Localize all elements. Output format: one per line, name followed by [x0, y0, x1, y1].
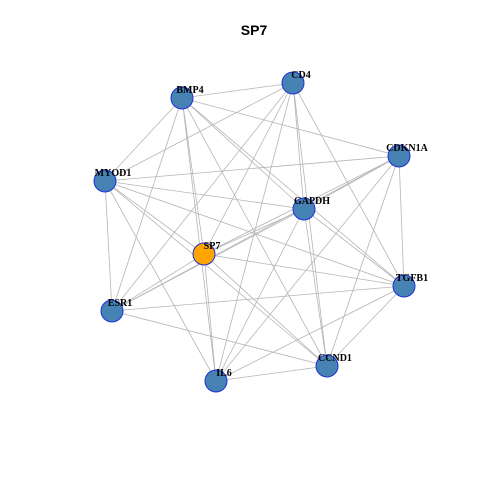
edge-gapdh-il6 [215, 208, 305, 382]
edge-myod1-gapdh [104, 180, 305, 210]
edge-cd4-ccnd1 [292, 82, 328, 367]
edge-cdkn1a-il6 [215, 155, 400, 382]
node-label-gapdh: GAPDH [294, 196, 330, 207]
edge-cdkn1a-myod1 [104, 155, 400, 182]
edge-bmp4-cdkn1a [181, 97, 400, 157]
edge-bmp4-myod1 [104, 97, 183, 182]
node-gapdh[interactable] [292, 197, 316, 221]
edge-myod1-ccnd1 [104, 180, 328, 367]
node-label-bmp4: BMP4 [176, 85, 203, 96]
edges-layer [104, 82, 405, 382]
node-label-sp7: SP7 [204, 241, 221, 252]
edge-gapdh-tgfb1 [303, 208, 405, 287]
edge-sp7-il6 [203, 253, 217, 382]
edge-gapdh-ccnd1 [303, 208, 328, 367]
edge-sp7-tgfb1 [203, 253, 405, 287]
edge-bmp4-cd4 [181, 82, 294, 99]
node-esr1[interactable] [100, 299, 124, 323]
nodes-layer [93, 71, 416, 393]
edge-il6-ccnd1 [215, 365, 328, 382]
edge-tgfb1-il6 [215, 285, 405, 382]
node-label-cd4: CD4 [291, 70, 310, 81]
node-label-cdkn1a: CDKN1A [386, 143, 428, 154]
edge-bmp4-il6 [181, 97, 217, 382]
edge-cd4-gapdh [292, 82, 305, 210]
node-il6[interactable] [204, 369, 228, 393]
edge-bmp4-tgfb1 [181, 97, 405, 287]
edge-myod1-esr1 [104, 180, 113, 312]
edge-myod1-sp7 [104, 180, 205, 255]
edge-bmp4-sp7 [181, 97, 205, 255]
node-cdkn1a[interactable] [387, 144, 411, 168]
edge-cdkn1a-tgfb1 [398, 155, 405, 287]
node-label-il6: IL6 [216, 368, 232, 379]
edge-cdkn1a-ccnd1 [326, 155, 400, 367]
edge-cd4-myod1 [104, 82, 294, 182]
edge-tgfb1-ccnd1 [326, 285, 405, 367]
edge-esr1-ccnd1 [111, 310, 328, 367]
node-label-myod1: MYOD1 [95, 168, 132, 179]
node-ccnd1[interactable] [315, 354, 339, 378]
edge-bmp4-gapdh [181, 97, 305, 210]
node-sp7[interactable] [192, 242, 216, 266]
graph-title: SP7 [241, 22, 268, 38]
edge-gapdh-sp7 [203, 208, 305, 255]
node-myod1[interactable] [93, 169, 117, 193]
edge-cd4-il6 [215, 82, 294, 382]
node-label-tgfb1: TGFB1 [396, 273, 428, 284]
edge-tgfb1-esr1 [111, 285, 405, 312]
edge-myod1-tgfb1 [104, 180, 405, 287]
node-label-ccnd1: CCND1 [318, 353, 352, 364]
edge-bmp4-esr1 [111, 97, 183, 312]
node-label-esr1: ESR1 [108, 298, 132, 309]
edge-cd4-esr1 [111, 82, 294, 312]
edge-sp7-esr1 [111, 253, 205, 312]
node-bmp4[interactable] [170, 86, 194, 110]
edge-sp7-ccnd1 [203, 253, 328, 367]
node-cd4[interactable] [281, 71, 305, 95]
node-tgfb1[interactable] [392, 274, 416, 298]
